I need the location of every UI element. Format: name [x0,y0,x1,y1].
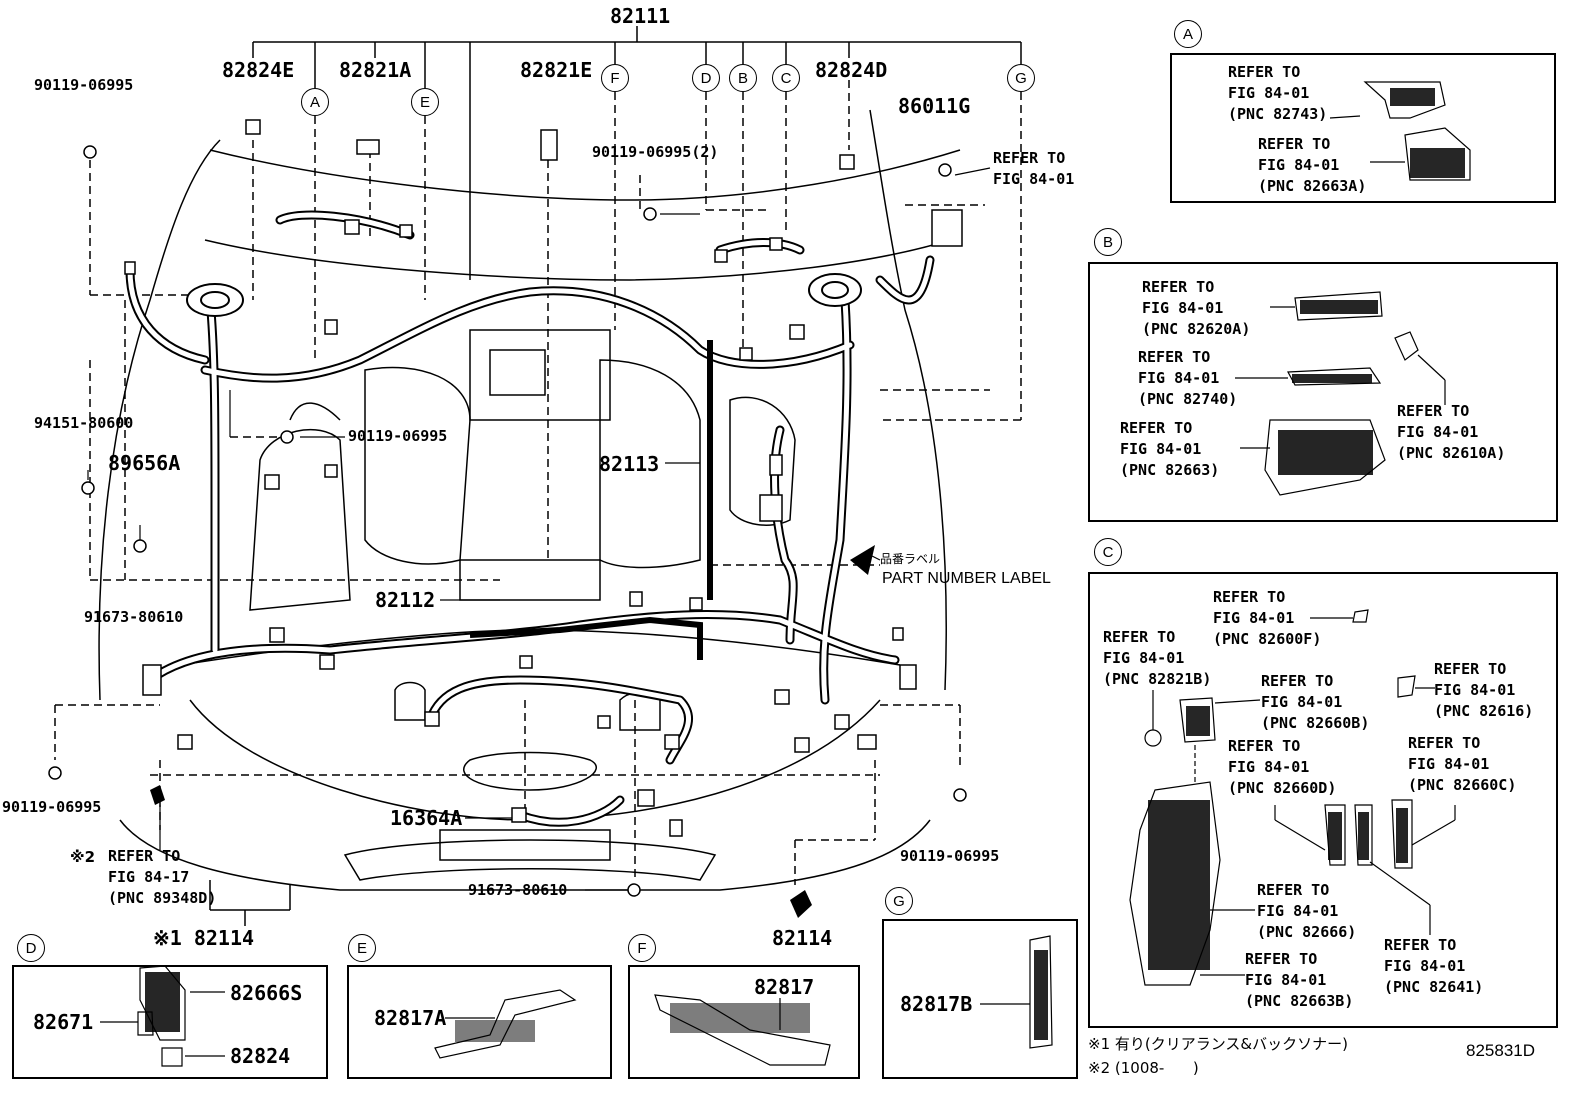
callout-d-main: D [692,64,720,92]
label-part-number-label: PART NUMBER LABEL [882,570,1051,587]
label-94151-80600: 94151-80600 [34,414,134,432]
callout-g-box: G [885,887,913,915]
box-c-ref-82660c: REFER TO FIG 84-01 (PNC 82660C) [1408,734,1517,794]
label-89656a: 89656A [108,451,181,475]
label-90119-bottom-left: 90119-06995 [2,798,102,816]
callout-f-box: F [628,934,656,962]
detail-box-f [628,965,860,1079]
label-90119-bottom-right: 90119-06995 [900,847,1000,865]
label-82824e: 82824E [222,58,295,82]
diagram-id: 825831D [1466,1041,1536,1060]
box-c-ref-82666: REFER TO FIG 84-01 (PNC 82666) [1257,881,1357,941]
label-refer-top: REFER TO FIG 84-01 [993,149,1075,188]
label-90119-top-left: 90119-06995 [34,76,134,94]
detail-box-c [1088,572,1558,1028]
box-g-label-82817b: 82817B [900,992,973,1016]
label-82114-right: 82114 [772,926,833,950]
box-b-ref-82663: REFER TO FIG 84-01 (PNC 82663) [1120,419,1220,479]
box-d-label-82824: 82824 [230,1044,291,1068]
callout-e-main: E [411,88,439,116]
callout-g-main: G [1007,64,1035,92]
detail-box-g [882,919,1078,1079]
box-a-ref-82743: REFER TO FIG 84-01 (PNC 82743) [1228,63,1328,123]
box-c-ref-82616: REFER TO FIG 84-01 (PNC 82616) [1434,660,1534,720]
callout-d-box: D [17,934,45,962]
label-82824d: 82824D [815,58,888,82]
callout-b-main: B [729,64,757,92]
box-b-ref-82740: REFER TO FIG 84-01 (PNC 82740) [1138,348,1238,408]
box-e-label-82817a: 82817A [374,1006,447,1030]
box-b-ref-82620a: REFER TO FIG 84-01 (PNC 82620A) [1142,278,1251,338]
detail-box-e [347,965,612,1079]
label-16364a: 16364A [390,806,463,830]
callout-f-main: F [601,64,629,92]
footnote-1: ※1 有り(クリアランス&バックソナー) [1088,1035,1348,1053]
box-d-label-82666s: 82666S [230,981,303,1005]
label-82114-left: ※1 82114 [153,926,255,950]
label-86011g: 86011G [898,94,971,118]
label-82821e: 82821E [520,58,593,82]
label-refer-mark-2: ※2 [70,848,96,866]
label-90119-06995-2: 90119-06995(2) [592,143,719,161]
detail-box-d [12,965,328,1079]
callout-e-box: E [348,934,376,962]
box-c-ref-82821b: REFER TO FIG 84-01 (PNC 82821B) [1103,628,1212,688]
label-82112: 82112 [375,588,436,612]
label-91673-left: 91673-80610 [84,608,184,626]
box-a-ref-82663a: REFER TO FIG 84-01 (PNC 82663A) [1258,135,1367,195]
label-82111: 82111 [610,4,671,28]
detail-box-b [1088,262,1558,522]
box-c-ref-82600f: REFER TO FIG 84-01 (PNC 82600F) [1213,588,1322,648]
callout-c-box: C [1094,538,1122,566]
box-b-ref-82610a: REFER TO FIG 84-01 (PNC 82610A) [1397,402,1506,462]
box-c-ref-82641: REFER TO FIG 84-01 (PNC 82641) [1384,936,1484,996]
box-c-ref-82660b: REFER TO FIG 84-01 (PNC 82660B) [1261,672,1370,732]
box-c-ref-82660d: REFER TO FIG 84-01 (PNC 82660D) [1228,737,1337,797]
footnote-2: ※2 (1008- ) [1088,1059,1199,1077]
callout-a-box: A [1174,20,1202,48]
detail-box-a [1170,53,1556,203]
callout-a-main: A [301,88,329,116]
label-82821a: 82821A [339,58,412,82]
box-d-label-82671: 82671 [33,1010,94,1034]
callout-b-box: B [1094,228,1122,256]
box-f-label-82817: 82817 [754,975,815,999]
label-part-number-jp: 品番ラベル [880,552,941,566]
label-refer-left: REFER TO FIG 84-17 (PNC 89348D) [108,847,217,907]
callout-c-main: C [772,64,800,92]
label-91673-bottom: 91673-80610 [468,881,568,899]
label-90119-mid: 90119-06995 [348,427,448,445]
box-c-ref-82663b: REFER TO FIG 84-01 (PNC 82663B) [1245,950,1354,1010]
label-82113: 82113 [599,452,660,476]
